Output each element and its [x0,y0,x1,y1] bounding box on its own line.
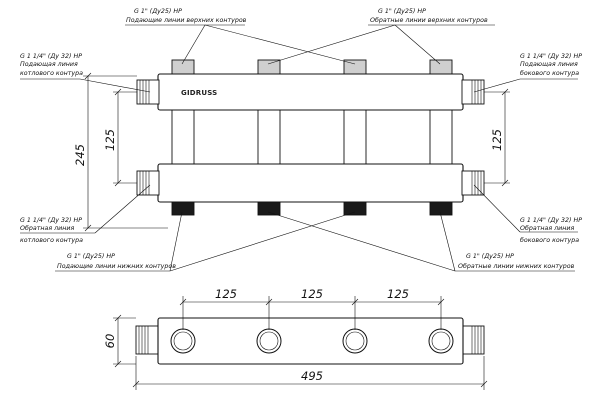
svg-text:G 1" (Ду25) НР: G 1" (Ду25) НР [134,8,182,15]
dim-pitch-3-label: 125 [387,287,409,301]
dim-length-label: 495 [301,369,323,383]
svg-text:Обратные линии верхних контуро: Обратные линии верхних контуров [370,16,488,24]
dimension-length: 495 [132,356,488,390]
bottom-pipe-stubs [171,199,453,216]
leader-lines [20,24,578,272]
top-pipe-stubs [171,59,453,77]
label-bottom-right: G 1" (Ду25) НР Обратные линии нижних кон… [458,253,575,270]
upper-left-fitting [136,79,160,105]
dim-depth-label: 60 [103,334,117,349]
vertical-tube-1 [171,107,195,167]
label-left-lower: G 1 1/4" (Ду 32) НР Обратная линия котло… [20,217,83,244]
svg-text:Обратная линия: Обратная линия [20,224,74,232]
svg-text:котлового контура: котлового контура [20,70,83,77]
vertical-tubes [171,107,453,167]
label-top-right: G 1" (Ду25) НР Обратные линии верхних ко… [370,8,488,24]
vertical-tube-4 [429,107,453,167]
label-right-upper: G 1 1/4" (Ду 32) НР Подающая линия боков… [520,53,582,77]
lower-header [157,163,464,203]
svg-text:бокового контура: бокового контура [520,236,579,244]
plan-hole-1 [170,328,196,354]
dim-spacing-right-label: 125 [490,129,504,151]
svg-text:G 1" (Ду25) НР: G 1" (Ду25) НР [378,8,426,15]
plan-hole-4 [428,328,454,354]
dim-height-label: 245 [73,144,87,166]
svg-text:G 1 1/4" (Ду 32) НР: G 1 1/4" (Ду 32) НР [520,53,582,60]
svg-text:Обратная линия: Обратная линия [520,224,574,232]
svg-text:Подающие линии верхних контуро: Подающие линии верхних контуров [126,17,247,24]
lower-right-fitting [461,170,485,196]
plan-body [157,317,464,365]
plan-right-fitting [461,325,485,355]
svg-text:бокового контура: бокового контура [520,69,579,77]
svg-text:G 1" (Ду25) НР: G 1" (Ду25) НР [466,253,514,260]
dim-pitch-1-label: 125 [215,287,237,301]
plan-hole-3 [342,328,368,354]
dimension-depth: 60 [103,314,136,368]
svg-text:Подающая линия: Подающая линия [520,61,578,68]
label-top-left: G 1" (Ду25) НР Подающие линии верхних ко… [126,8,247,24]
dimension-pitch-row: 125 125 125 [179,287,445,330]
brand-logo-text: GIDRUSS [181,89,217,97]
plan-left-fitting [135,325,159,355]
svg-text:Подающие линии нижних контуров: Подающие линии нижних контуров [57,263,176,270]
label-bottom-left: G 1" (Ду25) НР Подающие линии нижних кон… [57,253,176,270]
dimension-height: 245 [73,72,168,232]
label-right-lower: G 1 1/4" (Ду 32) НР Обратная линия боков… [520,217,582,244]
plan-holes [170,328,454,354]
dim-pitch-2-label: 125 [301,287,323,301]
svg-text:Подающая линия: Подающая линия [20,61,78,68]
vertical-tube-2 [257,107,281,167]
dim-spacing-left-label: 125 [103,129,117,151]
svg-text:G 1 1/4" (Ду 32) НР: G 1 1/4" (Ду 32) НР [20,217,82,224]
plan-hole-2 [256,328,282,354]
svg-text:Обратные линии нижних контуров: Обратные линии нижних контуров [458,262,575,270]
dimension-spacing-right: 125 [484,88,510,187]
vertical-tube-3 [343,107,367,167]
lower-left-fitting [136,170,160,196]
svg-text:G 1 1/4" (Ду 32) НР: G 1 1/4" (Ду 32) НР [20,53,82,60]
upper-right-fitting [461,79,485,105]
dimension-spacing-left: 125 [103,88,137,187]
label-left-upper: G 1 1/4" (Ду 32) НР Подающая линия котло… [20,53,83,77]
svg-text:G 1 1/4" (Ду 32) НР: G 1 1/4" (Ду 32) НР [520,217,582,224]
svg-text:котлового контура: котлового контура [20,237,83,244]
svg-text:G 1" (Ду25) НР: G 1" (Ду25) НР [67,253,115,260]
